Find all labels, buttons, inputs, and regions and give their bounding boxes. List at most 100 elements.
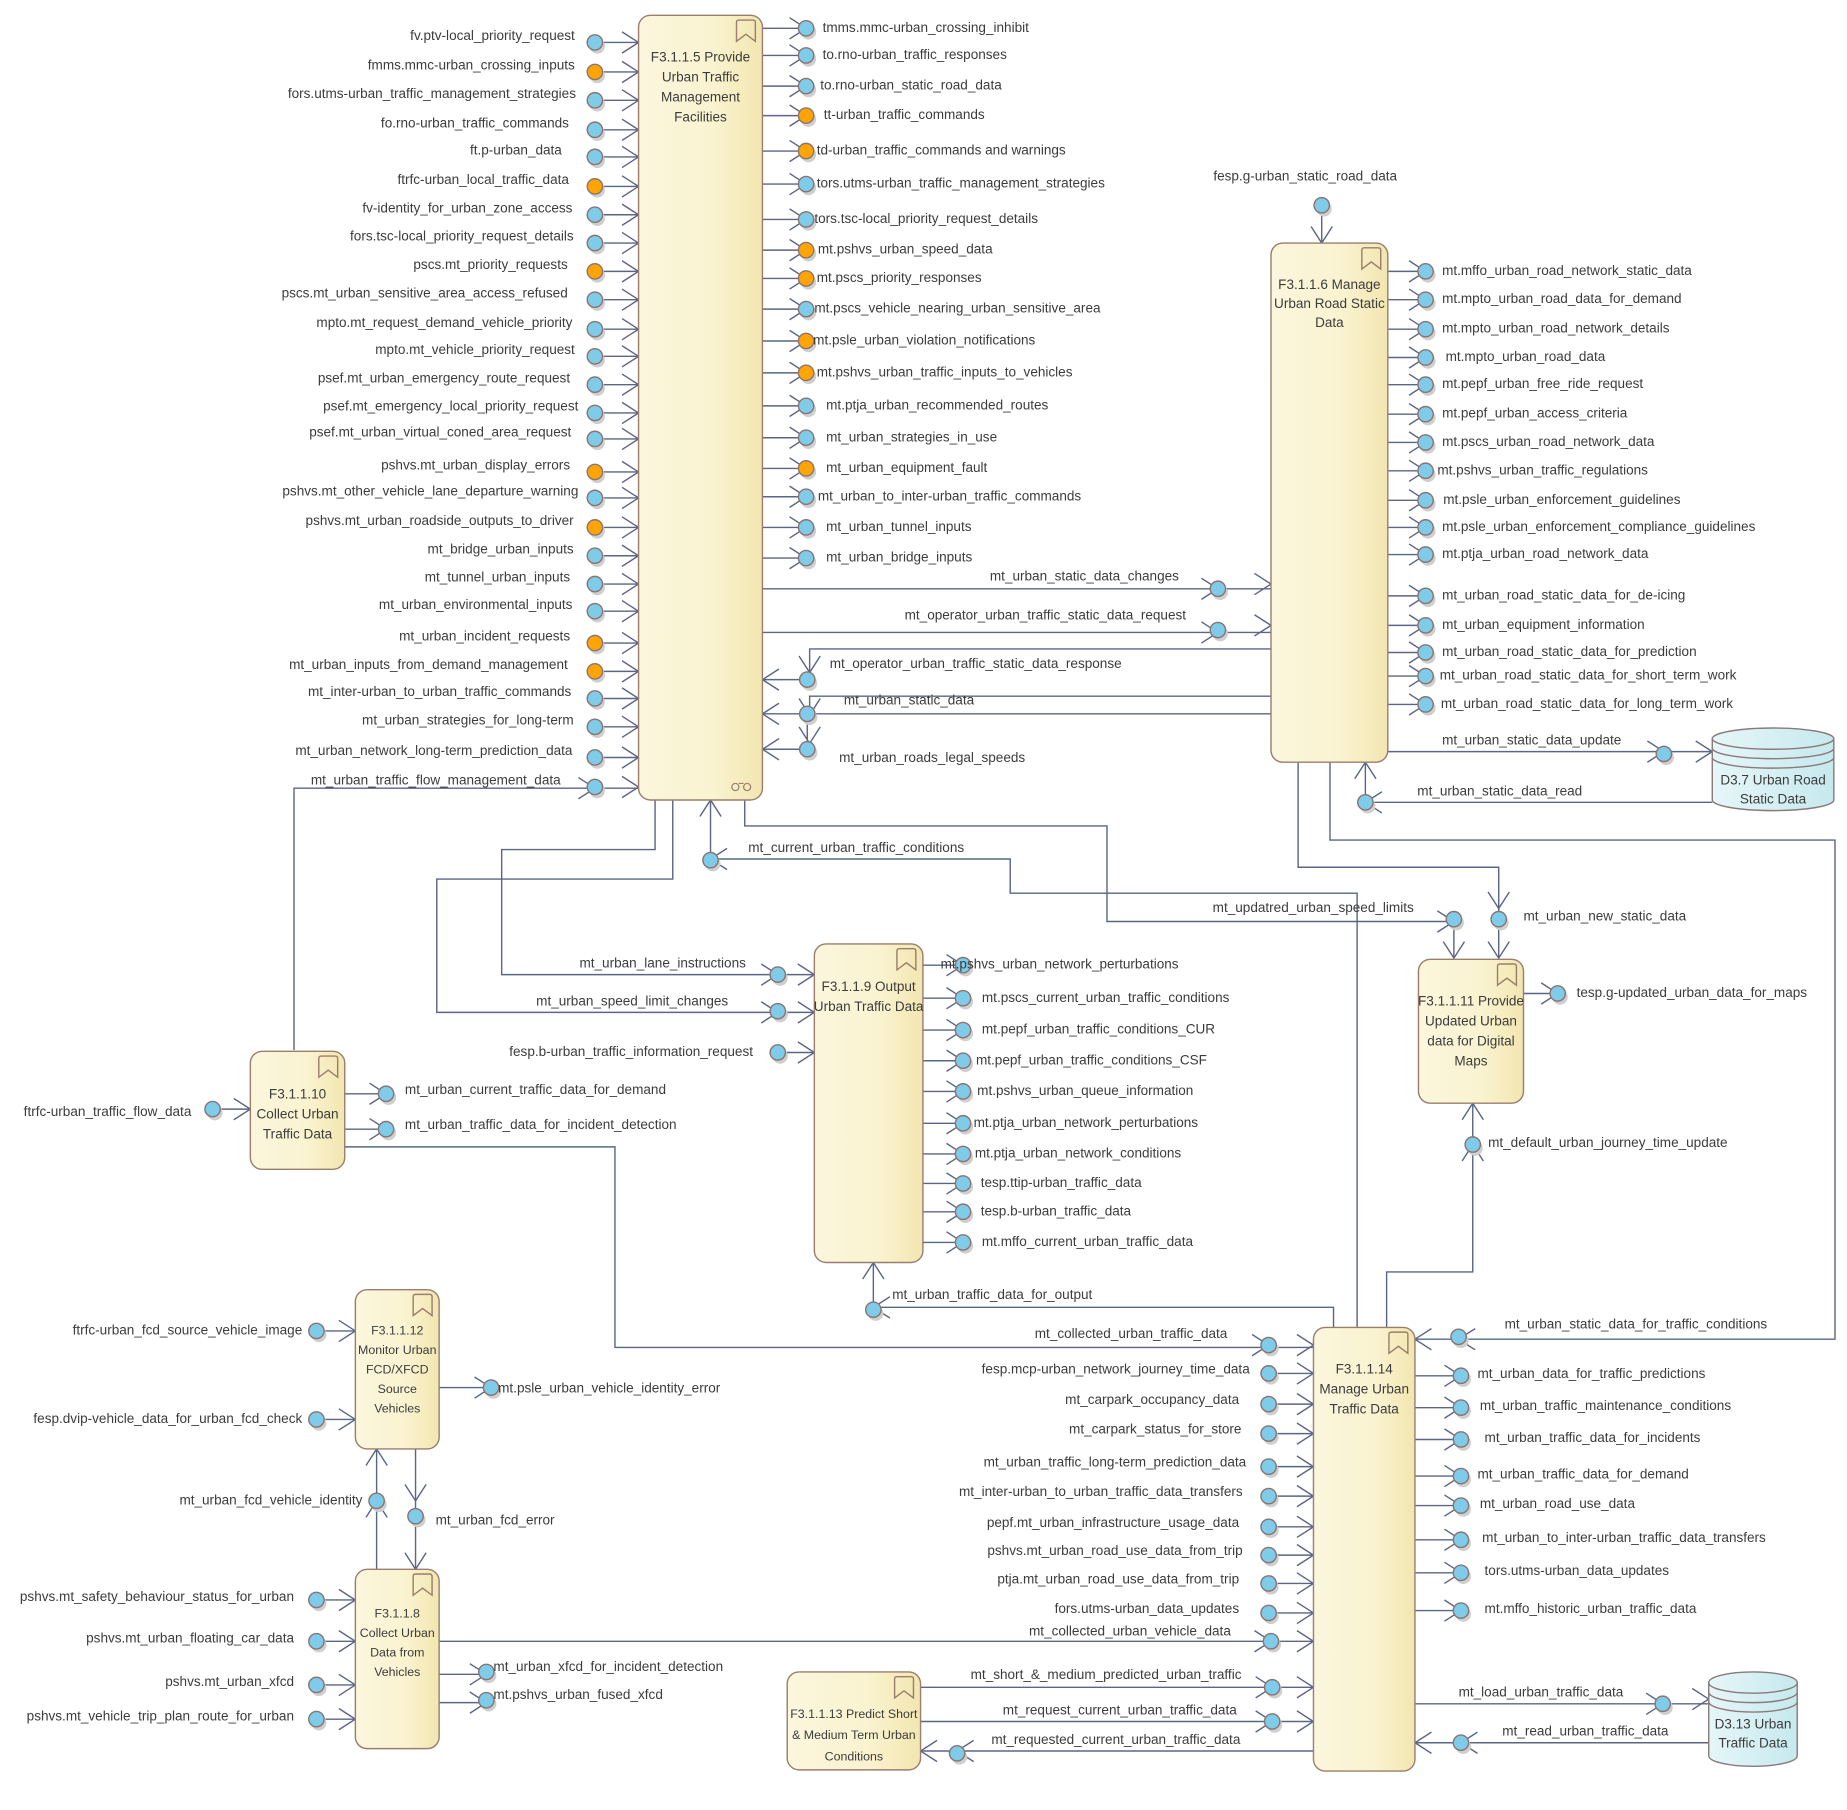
flow-line[interactable] bbox=[1329, 762, 1836, 1340]
port-icon[interactable] bbox=[308, 1676, 325, 1694]
port-icon[interactable] bbox=[1260, 1458, 1278, 1476]
port-icon[interactable] bbox=[1417, 462, 1434, 480]
port-icon[interactable] bbox=[1357, 793, 1374, 811]
port-icon[interactable] bbox=[797, 549, 815, 567]
flow-line[interactable] bbox=[808, 648, 1271, 680]
port-icon[interactable] bbox=[586, 718, 604, 736]
port-icon[interactable] bbox=[1260, 1575, 1278, 1592]
port-icon[interactable] bbox=[954, 1175, 972, 1192]
port-icon[interactable] bbox=[954, 989, 972, 1007]
port-icon[interactable] bbox=[1262, 1632, 1280, 1650]
port-orange-icon[interactable] bbox=[797, 241, 815, 259]
port-icon[interactable] bbox=[948, 1744, 966, 1762]
port-icon[interactable] bbox=[586, 430, 604, 448]
port-icon[interactable] bbox=[954, 1021, 972, 1039]
port-icon[interactable] bbox=[797, 175, 815, 193]
port-icon[interactable] bbox=[586, 148, 604, 166]
port-icon[interactable] bbox=[586, 778, 604, 796]
port-icon[interactable] bbox=[586, 91, 604, 109]
port-icon[interactable] bbox=[1452, 1431, 1470, 1448]
port-icon[interactable] bbox=[1490, 910, 1508, 928]
port-orange-icon[interactable] bbox=[797, 270, 815, 287]
port-orange-icon[interactable] bbox=[797, 107, 815, 125]
port-icon[interactable] bbox=[1464, 1136, 1482, 1153]
port-icon[interactable] bbox=[702, 851, 719, 869]
port-icon[interactable] bbox=[1209, 621, 1227, 639]
port-icon[interactable] bbox=[377, 1120, 395, 1138]
port-icon[interactable] bbox=[769, 966, 787, 983]
port-icon[interactable] bbox=[586, 34, 604, 51]
port-icon[interactable] bbox=[797, 77, 815, 95]
port-icon[interactable] bbox=[586, 234, 604, 252]
port-icon[interactable] bbox=[954, 1145, 972, 1163]
flow-line[interactable] bbox=[1385, 1103, 1474, 1328]
port-icon[interactable] bbox=[769, 1002, 787, 1020]
port-icon[interactable] bbox=[586, 291, 604, 309]
port-orange-icon[interactable] bbox=[586, 463, 604, 481]
port-icon[interactable] bbox=[798, 705, 816, 723]
port-icon[interactable] bbox=[797, 211, 815, 228]
port-icon[interactable] bbox=[1445, 910, 1463, 928]
port-icon[interactable] bbox=[798, 671, 816, 689]
port-icon[interactable] bbox=[797, 47, 815, 64]
port-icon[interactable] bbox=[1260, 1546, 1278, 1564]
port-icon[interactable] bbox=[308, 1710, 325, 1728]
function-f13[interactable]: F3.1.1.13 Predict Short& Medium Term Urb… bbox=[786, 1671, 922, 1771]
port-orange-icon[interactable] bbox=[797, 142, 815, 160]
function-box[interactable] bbox=[354, 1288, 440, 1450]
function-box[interactable] bbox=[786, 1671, 922, 1771]
port-icon[interactable] bbox=[1417, 349, 1434, 366]
port-icon[interactable] bbox=[1452, 1399, 1470, 1417]
function-box[interactable] bbox=[1417, 958, 1525, 1104]
port-icon[interactable] bbox=[1313, 196, 1331, 214]
port-icon[interactable] bbox=[954, 1234, 972, 1251]
port-icon[interactable] bbox=[308, 1591, 325, 1609]
port-icon[interactable] bbox=[586, 749, 604, 766]
port-icon[interactable] bbox=[586, 121, 604, 139]
port-icon[interactable] bbox=[1263, 1678, 1281, 1696]
port-icon[interactable] bbox=[308, 1632, 325, 1650]
port-icon[interactable] bbox=[864, 1301, 882, 1319]
port-icon[interactable] bbox=[797, 19, 815, 37]
port-icon[interactable] bbox=[1417, 434, 1434, 451]
port-icon[interactable] bbox=[1452, 1467, 1470, 1485]
port-icon[interactable] bbox=[1452, 1602, 1470, 1619]
flow-line[interactable] bbox=[709, 799, 1358, 1328]
port-icon[interactable] bbox=[954, 1114, 972, 1132]
port-icon[interactable] bbox=[1655, 745, 1673, 763]
port-icon[interactable] bbox=[586, 602, 604, 620]
port-icon[interactable] bbox=[1417, 376, 1434, 394]
port-icon[interactable] bbox=[1260, 1395, 1278, 1413]
flow-line[interactable] bbox=[872, 1262, 1335, 1328]
port-icon[interactable] bbox=[308, 1322, 325, 1340]
flow-line[interactable] bbox=[436, 799, 815, 1014]
port-orange-icon[interactable] bbox=[586, 63, 604, 81]
port-icon[interactable] bbox=[377, 1085, 395, 1103]
port-icon[interactable] bbox=[586, 347, 604, 365]
function-box[interactable] bbox=[1312, 1326, 1416, 1772]
port-icon[interactable] bbox=[1260, 1518, 1278, 1536]
port-icon[interactable] bbox=[586, 489, 604, 507]
function-box[interactable] bbox=[1270, 242, 1389, 763]
port-icon[interactable] bbox=[586, 690, 604, 707]
port-icon[interactable] bbox=[797, 300, 815, 318]
port-icon[interactable] bbox=[1263, 1713, 1281, 1730]
port-icon[interactable] bbox=[586, 376, 604, 394]
port-icon[interactable] bbox=[1417, 546, 1434, 563]
port-icon[interactable] bbox=[1452, 1734, 1470, 1752]
port-icon[interactable] bbox=[586, 404, 604, 422]
port-icon[interactable] bbox=[204, 1100, 221, 1118]
port-icon[interactable] bbox=[477, 1663, 495, 1681]
port-icon[interactable] bbox=[477, 1691, 495, 1709]
port-orange-icon[interactable] bbox=[586, 178, 604, 195]
port-icon[interactable] bbox=[1417, 667, 1434, 685]
port-icon[interactable] bbox=[1549, 985, 1567, 1002]
port-icon[interactable] bbox=[407, 1507, 424, 1525]
